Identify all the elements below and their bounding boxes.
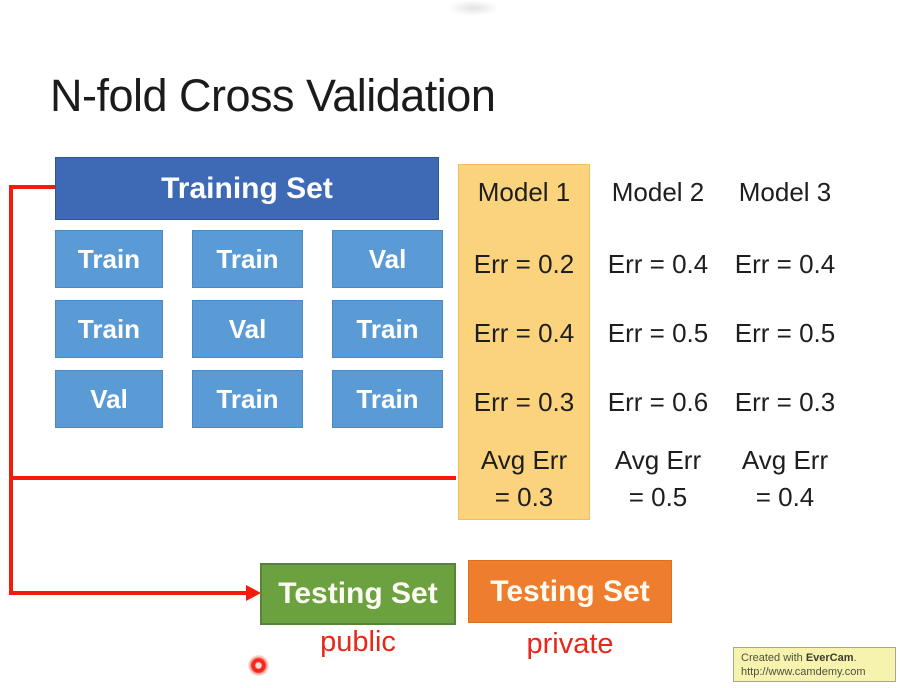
model-error: Err = 0.6 [607, 387, 709, 417]
testing-set-private-box: Testing Set [468, 560, 672, 623]
fold-cell: Val [55, 370, 163, 428]
training-set-header-label: Training Set [161, 171, 333, 205]
video-artifact-smudge [448, 0, 500, 16]
watermark-line1-prefix: Created with [741, 652, 806, 664]
fold-cell-label: Train [216, 383, 279, 414]
fold-cell-label: Train [356, 383, 419, 414]
fold-cell-label: Train [77, 243, 141, 274]
watermark-url: http://www.camdemy.com [741, 666, 866, 678]
model-avg-label: Avg Err [614, 445, 702, 475]
watermark-line1-suffix: . [853, 652, 857, 664]
testing-set-public-label: Testing Set [278, 577, 438, 610]
model-error: Err = 0.2 [473, 249, 575, 279]
model-avg-label: Avg Err [741, 445, 829, 475]
connector-middle-line [9, 476, 456, 480]
fold-cell-label: Train [356, 313, 419, 344]
model-error: Err = 0.3 [473, 387, 575, 417]
fold-cell-label: Val [228, 313, 267, 344]
model-error: Err = 0.5 [734, 318, 836, 348]
slide-title: N-fold Cross Validation [50, 70, 496, 121]
connector-vertical-line [9, 185, 13, 595]
watermark-brand: EverCam [805, 652, 854, 664]
model-error: Err = 0.4 [734, 249, 836, 279]
testing-set-public-box: Testing Set [260, 563, 456, 625]
model-error: Err = 0.4 [607, 249, 709, 279]
connector-bottom-line [9, 591, 247, 595]
fold-cell: Train [192, 230, 303, 288]
model-1-highlight-column [458, 164, 590, 520]
fold-cell: Val [332, 230, 443, 288]
model-error: Err = 0.3 [734, 387, 836, 417]
evercam-watermark: Created with EverCam. http://www.camdemy… [733, 647, 896, 682]
fold-cell: Val [192, 300, 303, 358]
testing-set-private-label: Testing Set [490, 574, 650, 608]
model-error: Err = 0.4 [473, 318, 575, 348]
model-column-1: Model 1 Err = 0.2 Err = 0.4 Err = 0.3 Av… [458, 164, 590, 520]
fold-cell: Train [192, 370, 303, 428]
model-name: Model 2 [611, 177, 705, 207]
fold-cell: Train [55, 300, 163, 358]
model-name: Model 1 [477, 177, 571, 207]
model-avg-value: = 0.3 [494, 482, 554, 512]
laser-pointer-dot [248, 655, 269, 676]
model-avg-value: = 0.4 [755, 482, 815, 512]
fold-cell-label: Train [77, 313, 141, 344]
model-name: Model 3 [738, 177, 832, 207]
fold-cell: Train [332, 300, 443, 358]
model-error: Err = 0.5 [607, 318, 709, 348]
fold-cell: Train [332, 370, 443, 428]
training-set-header: Training Set [55, 157, 439, 220]
model-column-2: Model 2 Err = 0.4 Err = 0.5 Err = 0.6 Av… [593, 164, 723, 520]
private-caption: private [526, 628, 614, 660]
fold-cell-label: Val [368, 243, 407, 274]
model-column-3: Model 3 Err = 0.4 Err = 0.5 Err = 0.3 Av… [720, 164, 850, 520]
model-avg-label: Avg Err [480, 445, 568, 475]
fold-cell-label: Val [90, 383, 128, 414]
connector-top-line [9, 185, 56, 189]
fold-cell: Train [55, 230, 163, 288]
model-avg-value: = 0.5 [628, 482, 688, 512]
fold-cell-label: Train [216, 243, 279, 274]
arrow-head-icon [246, 585, 261, 601]
public-caption: public [320, 626, 396, 658]
